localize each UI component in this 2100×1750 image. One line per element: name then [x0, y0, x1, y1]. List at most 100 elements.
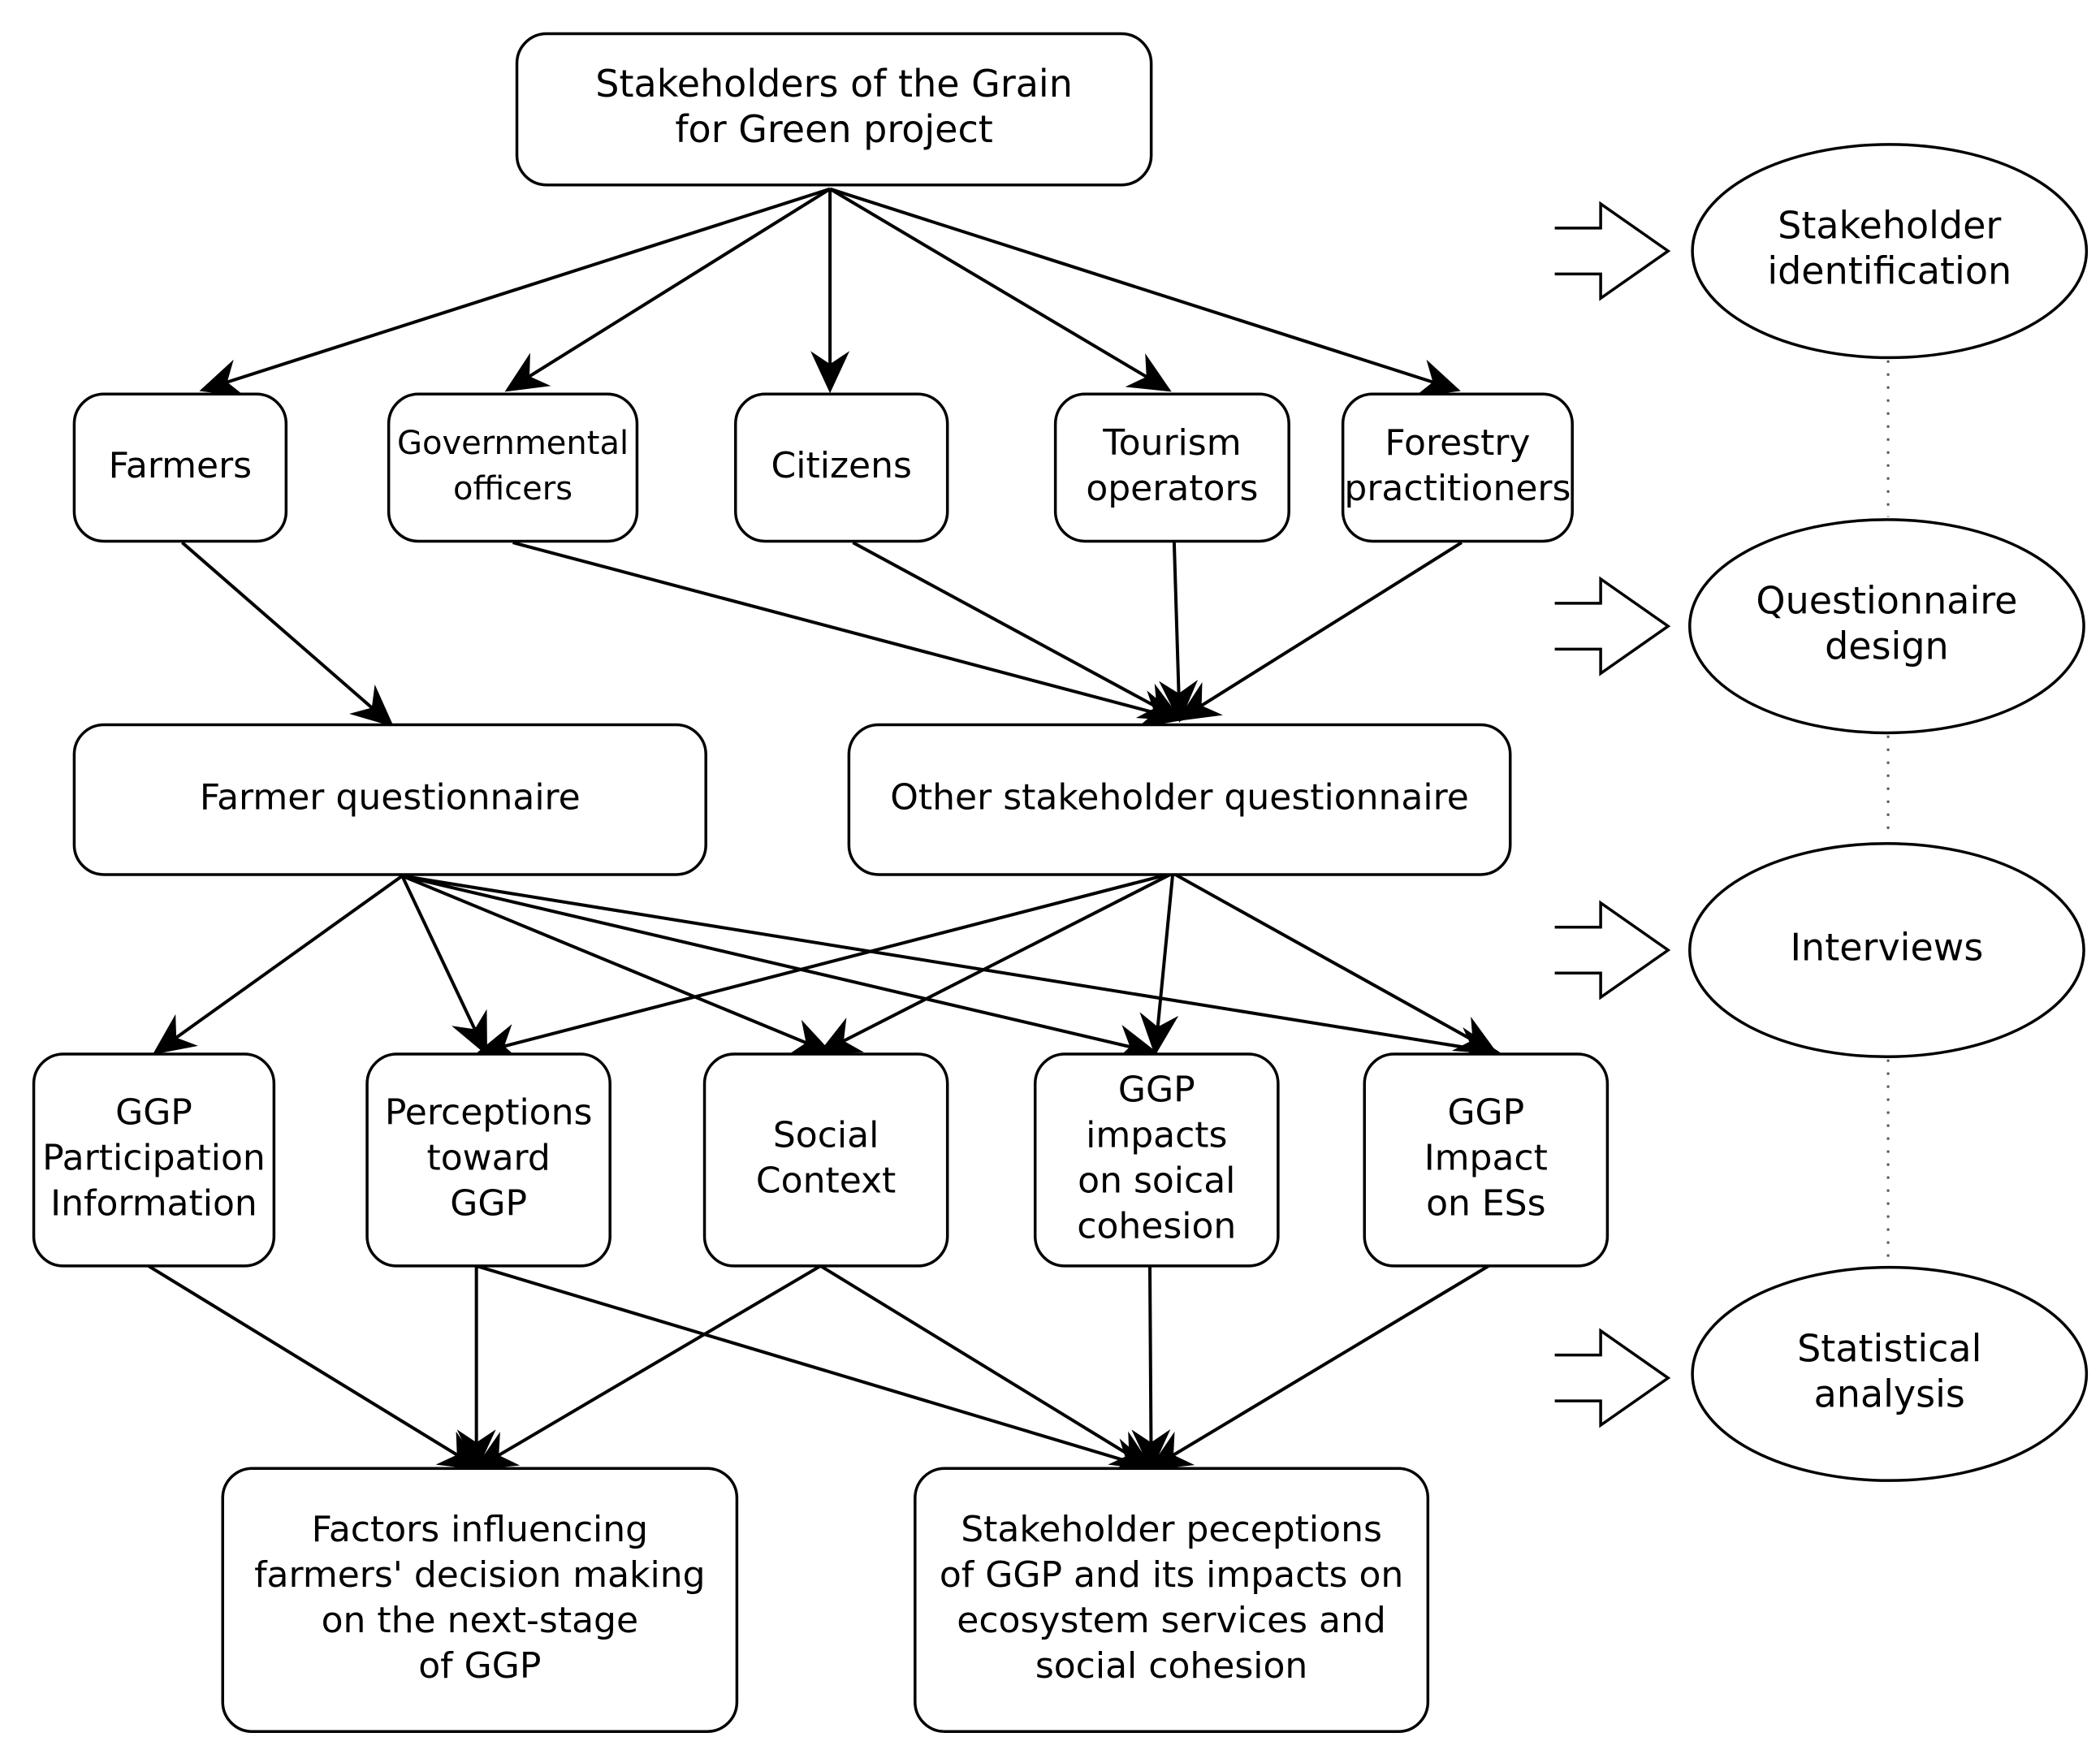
connector-arrows — [147, 187, 1502, 1476]
ggp-impacts-on-social-cohesion-label-line: impacts — [1086, 1114, 1227, 1156]
stakeholder-perceptions-outcome-label-line: ecosystem services and — [957, 1600, 1386, 1641]
forestry-practitioners-label-line: practitioners — [1344, 468, 1571, 509]
connector-arrow — [401, 874, 1502, 1066]
stage-pointer-arrow — [1554, 1328, 1671, 1428]
farmer-questionnaire-box: Farmer questionnaire — [72, 723, 707, 876]
ggp-participation-information-label-line: GGP — [115, 1091, 192, 1133]
stage-pointer-arrow — [1554, 900, 1671, 1000]
social-context-label-line: Context — [756, 1160, 896, 1201]
node-rect — [847, 723, 1512, 876]
connector-arrow — [817, 871, 1174, 1055]
governmental-officers-box: Governmental officers — [387, 392, 639, 543]
connector-arrow — [401, 874, 833, 1056]
stage-pointer-arrow — [1554, 576, 1671, 676]
stakeholder-perceptions-outcome-label-line: of GGP and its impacts on — [940, 1554, 1403, 1596]
farmer-questionnaire-label-line: Farmer questionnaire — [200, 777, 581, 819]
questionnaire-design-label-line: design — [1825, 624, 1949, 668]
stage-ellipse — [1691, 143, 2089, 360]
stage-ellipse — [1688, 518, 2085, 735]
farmers-box: Farmers — [72, 392, 288, 543]
interviews-stage: Interviews — [1688, 841, 2085, 1059]
ggp-impact-on-ess-label-line: Impact — [1424, 1137, 1548, 1178]
perceptions-toward-ggp-label-line: toward — [426, 1137, 550, 1178]
factors-influencing-decision-label-line: farmers' decision making — [254, 1554, 706, 1596]
interviews-label-line: Interviews — [1790, 926, 1983, 970]
node-rect — [734, 392, 949, 543]
connector-arrow — [852, 541, 1183, 721]
social-context-label-line: Social — [773, 1114, 879, 1156]
tourism-operators-label-line: operators — [1086, 468, 1258, 509]
stage-pointer-arrow — [1554, 201, 1671, 301]
stakeholder-perceptions-outcome-label-line: Stakeholder peceptions — [961, 1509, 1382, 1550]
connector-arrow — [1139, 873, 1179, 1056]
connector-arrow — [181, 541, 394, 728]
node-rect — [32, 1052, 276, 1268]
node-rect — [72, 392, 288, 543]
questionnaire-design-label-line: Questionnaire — [1756, 579, 2017, 623]
connector-arrow — [476, 1264, 1155, 1476]
ggp-impact-on-ess-label-line: GGP — [1447, 1091, 1524, 1133]
factors-influencing-decision-label-line: of GGP — [418, 1645, 541, 1687]
connector-arrow — [147, 1264, 482, 1471]
ggp-participation-information-label-line: Participation — [42, 1137, 266, 1178]
connector-arrow — [1172, 871, 1498, 1055]
factors-influencing-decision-label-line: Factors influencing — [312, 1509, 649, 1550]
connector-arrow — [400, 875, 488, 1056]
statistical-analysis-label-line: Statistical — [1797, 1326, 1981, 1370]
node-rect — [72, 723, 707, 876]
node-rect — [387, 392, 639, 543]
ggp-impacts-on-social-cohesion-label-line: GGP — [1118, 1069, 1195, 1110]
connector-arrow — [829, 187, 1461, 397]
node-rect — [1363, 1052, 1610, 1268]
forestry-practitioners-label-line: Forestry — [1385, 422, 1530, 464]
process-stages: StakeholderidentificationQuestionnairede… — [1554, 143, 2089, 1482]
citizens-box: Citizens — [734, 392, 949, 543]
connector-arrow — [476, 871, 1173, 1062]
connector-arrow — [1131, 1265, 1171, 1472]
node-rect — [702, 1052, 949, 1268]
perceptions-toward-ggp-label-line: GGP — [450, 1182, 527, 1224]
other-stakeholder-questionnaire-box: Other stakeholder questionnaire — [847, 723, 1512, 876]
node-rect — [221, 1467, 739, 1734]
connector-arrow — [1159, 542, 1199, 723]
stakeholder-identification-label-line: Stakeholder — [1778, 204, 2001, 248]
node-rect — [1033, 1052, 1280, 1268]
node-rect — [365, 1052, 611, 1268]
node-rect — [1341, 392, 1574, 543]
ggp-impact-on-ess-label-line: on ESs — [1426, 1182, 1545, 1224]
top-node-label-line: Stakeholders of the Grain — [595, 62, 1073, 106]
governmental-officers-label-line: Governmental — [397, 425, 629, 462]
perceptions-toward-ggp-label-line: Perceptions — [385, 1091, 593, 1133]
connector-arrow — [199, 187, 831, 397]
stage-ellipse — [1688, 841, 2085, 1059]
connector-arrow — [1148, 1264, 1490, 1471]
connector-arrow — [473, 1264, 822, 1471]
connector-arrow — [1177, 541, 1463, 721]
ggp-impacts-on-social-cohesion-label-line: on soical — [1078, 1160, 1235, 1201]
governmental-officers-label-line: officers — [453, 470, 573, 508]
node-rect — [914, 1467, 1430, 1734]
connector-arrow — [819, 1264, 1155, 1471]
stakeholder-perceptions-outcome-label-line: social cohesion — [1035, 1645, 1307, 1687]
node-rect — [515, 32, 1153, 187]
top-node-label-line: for Green project — [675, 107, 992, 151]
connector-arrow — [401, 874, 1159, 1063]
other-stakeholder-questionnaire-label-line: Other stakeholder questionnaire — [890, 777, 1469, 819]
connector-arrow — [152, 874, 404, 1055]
stakeholder-identification-label-line: identification — [1767, 249, 2011, 293]
citizens-label-line: Citizens — [771, 445, 912, 486]
stage-ellipse — [1691, 1265, 2089, 1482]
